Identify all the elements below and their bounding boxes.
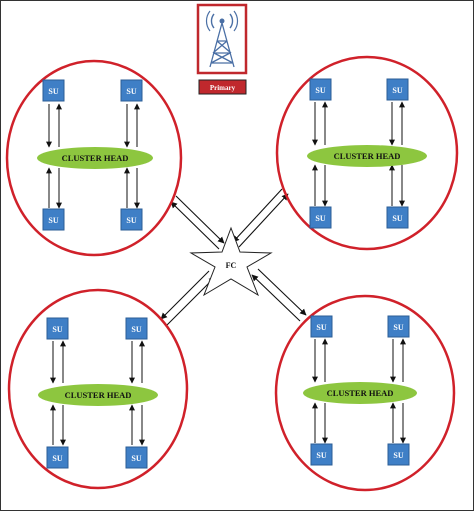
cluster-boundary <box>275 55 459 251</box>
cluster-head-label: CLUSTER HEAD <box>327 388 394 398</box>
su-node <box>125 317 148 340</box>
cluster-head <box>37 147 153 169</box>
su-node <box>310 443 333 466</box>
cluster-boundary <box>5 59 183 257</box>
su-node <box>125 446 148 469</box>
su-node <box>120 208 143 231</box>
cluster-boundary <box>7 288 189 490</box>
su-label: SU <box>126 216 136 225</box>
link-arrow <box>251 274 301 322</box>
link-arrow <box>160 270 210 320</box>
link-arrow <box>166 276 216 326</box>
fusion-center-star <box>189 226 273 297</box>
su-label: SU <box>52 325 62 334</box>
su-label: SU <box>393 323 403 332</box>
cluster-head <box>307 145 427 167</box>
primary-label-box <box>198 79 247 95</box>
su-node <box>120 79 143 102</box>
cluster-head-label: CLUSTER HEAD <box>65 390 132 400</box>
primary-user: Primary <box>196 3 248 95</box>
su-node <box>42 79 65 102</box>
primary-box <box>196 3 248 75</box>
su-label: SU <box>316 451 326 460</box>
link-arrow <box>170 201 220 250</box>
su-label: SU <box>131 454 141 463</box>
su-label: SU <box>131 325 141 334</box>
cluster-boundary <box>274 294 456 492</box>
cluster-bottom-right: SU SU SU SU CLUSTER HEAD <box>274 294 456 492</box>
cluster-bottom-left: SU SU SU SU CLUSTER HEAD <box>7 288 189 490</box>
su-node <box>309 206 332 229</box>
fusion-center-label: FC <box>226 261 237 270</box>
primary-label: Primary <box>210 84 236 92</box>
radio-tower-icon <box>205 10 239 68</box>
link-arrow <box>238 193 289 248</box>
cluster-head-label: CLUSTER HEAD <box>334 151 401 161</box>
fusion-center: FC <box>189 226 273 297</box>
su-label: SU <box>48 216 58 225</box>
su-node <box>309 78 332 101</box>
su-label: SU <box>315 214 325 223</box>
su-label: SU <box>393 451 403 460</box>
su-label: SU <box>392 86 402 95</box>
su-node <box>386 206 409 229</box>
su-node <box>310 315 333 338</box>
cluster-head <box>38 384 158 406</box>
su-node <box>386 78 409 101</box>
cluster-head <box>303 382 417 404</box>
su-label: SU <box>126 87 136 96</box>
su-label: SU <box>315 86 325 95</box>
link-arrow <box>175 195 225 244</box>
link-arrow <box>232 188 283 243</box>
su-label: SU <box>316 323 326 332</box>
su-node <box>387 315 410 338</box>
su-label: SU <box>48 87 58 96</box>
su-node <box>46 446 69 469</box>
su-node <box>46 317 69 340</box>
su-label: SU <box>392 214 402 223</box>
link-arrow <box>257 268 307 316</box>
su-label: SU <box>52 454 62 463</box>
fc-links <box>160 188 307 326</box>
su-node <box>42 208 65 231</box>
cluster-head-label: CLUSTER HEAD <box>62 153 129 163</box>
cluster-top-right: SU SU SU SU CLUSTER HEAD <box>275 55 459 251</box>
cluster-top-left: SU SU SU SU CLUSTER HEAD <box>5 59 183 257</box>
su-node <box>387 443 410 466</box>
